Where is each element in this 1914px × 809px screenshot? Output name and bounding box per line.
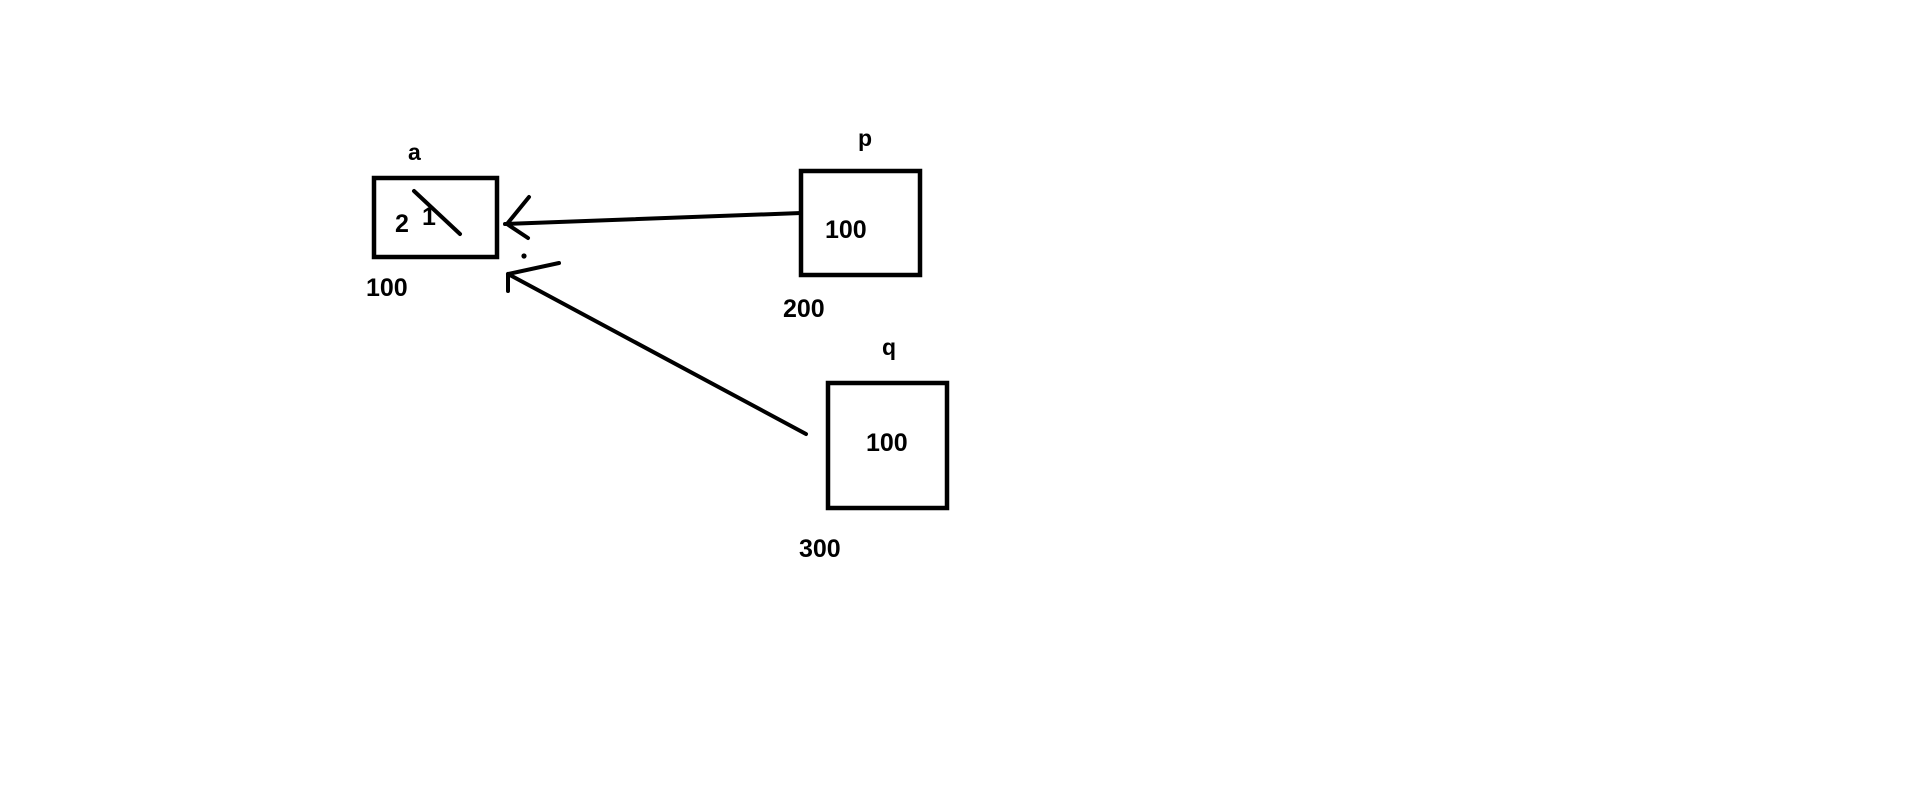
stray-dot (521, 253, 527, 259)
variable-p: p 100 200 (783, 125, 923, 323)
arrow-p-to-a (503, 195, 803, 240)
strike-through-mark (412, 189, 462, 236)
arrow-q-to-a (506, 261, 808, 436)
variable-a-address: 100 (366, 274, 408, 302)
variable-q-name: q (882, 334, 896, 360)
variable-a-name: a (408, 139, 421, 165)
arrow-p-shaft (503, 211, 803, 226)
variable-q: q 100 300 (799, 334, 950, 563)
variable-a-box (371, 175, 500, 260)
variable-q-address: 300 (799, 535, 841, 563)
variable-q-value: 100 (866, 429, 908, 457)
arrow-q-head (506, 261, 561, 293)
arrow-p-head (505, 195, 531, 240)
arrow-q-shaft (506, 272, 808, 436)
variable-q-box (825, 380, 950, 511)
variable-p-name: p (858, 125, 872, 151)
variable-p-address: 200 (783, 295, 825, 323)
variable-p-value: 100 (825, 216, 867, 244)
variable-a: a 2 1 100 (366, 139, 500, 302)
variable-p-box (798, 168, 923, 278)
variable-a-new-value: 2 (395, 210, 409, 238)
